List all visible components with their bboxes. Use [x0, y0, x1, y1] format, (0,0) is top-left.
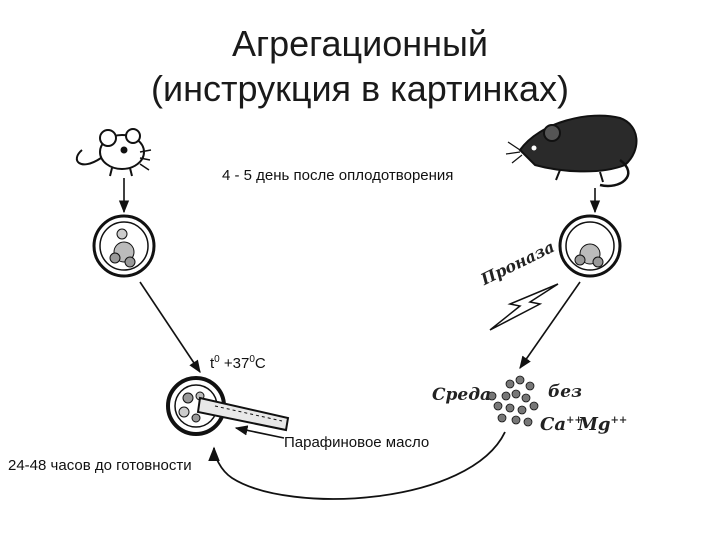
embryo-right — [558, 214, 622, 278]
medium-label: Среда — [432, 385, 492, 405]
embryo-left — [92, 214, 156, 278]
pronase-arrow — [489, 283, 559, 331]
pipette — [196, 396, 290, 432]
arrow-to-aggregation — [139, 281, 201, 374]
mg-symbol: Mg — [578, 414, 611, 435]
temperature-label: t0 +370С — [210, 354, 266, 372]
temp-unit: С — [254, 355, 266, 372]
magnesium-label: Mg++ — [578, 414, 627, 435]
temp-t: t — [210, 355, 215, 372]
without-label: без — [548, 382, 582, 402]
hours-label: 24-48 часов до готовности — [8, 457, 192, 474]
cell-cluster — [487, 375, 539, 427]
arrow-oil — [234, 425, 285, 439]
title-line-2: (инструкция в картинках) — [150, 68, 569, 109]
calcium-label: Ca++ — [540, 414, 583, 435]
white-mouse-icon — [75, 128, 152, 177]
temp-value: +37 — [219, 355, 250, 372]
ca-symbol: Ca — [540, 414, 566, 435]
ca-charge: ++ — [566, 415, 583, 426]
title-line-1: Агрегационный — [231, 23, 489, 64]
mg-charge: ++ — [610, 415, 628, 426]
day-label: 4 - 5 день после оплодотворения — [222, 167, 454, 184]
temp-degree-1: 0 — [214, 354, 220, 365]
arrow-to-medium — [519, 281, 581, 370]
return-arrow — [208, 431, 506, 500]
dark-mouse-icon — [505, 114, 638, 188]
oil-label: Парафиновое масло — [284, 434, 430, 451]
temp-degree-2: 0 — [249, 354, 255, 365]
